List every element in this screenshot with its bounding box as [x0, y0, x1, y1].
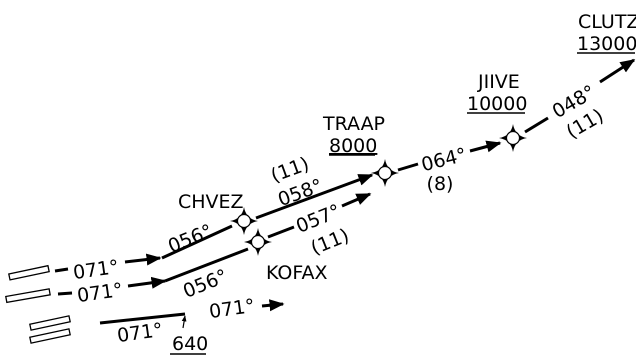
waypoint-traap-altitude: 8000: [329, 135, 377, 157]
waypoint-traap-name: TRAAP: [322, 113, 385, 135]
leg-rwy-mid-course: 071°: [76, 279, 124, 307]
waypoint-kofax-name: KOFAX: [266, 262, 328, 284]
waypoint-jiive-symbol: [498, 123, 528, 153]
runway-bottom-2: [29, 328, 71, 344]
leg-to-chvez-course: 056°: [165, 220, 216, 258]
leg-traap-jiive-b: [469, 140, 502, 153]
leg-traap-jiive-distance: (8): [427, 173, 454, 195]
leg-rwy-bot-after: [261, 299, 285, 312]
runway-symbols: [5, 264, 71, 344]
waypoint-jiive-altitude: 10000: [467, 93, 527, 115]
leg-rwy-bot: [99, 312, 186, 325]
leg-rwy-bot-course-b: 071°: [208, 295, 256, 323]
leg-rwy-bot-course-a: 071°: [116, 319, 164, 347]
leg-rwy-top-b: [124, 253, 162, 266]
leg-rwy-bot-altitude: 640: [172, 333, 208, 355]
leg-rwy-mid-a: [57, 291, 73, 296]
waypoint-kofax-symbol: [243, 227, 273, 257]
runway-bottom-1: [29, 315, 71, 331]
altitude-pointer: [181, 315, 187, 329]
leg-jiive-clutz-a: [524, 116, 549, 134]
leg-rwy-mid-b: [127, 276, 167, 289]
leg-jiive-clutz-b: [599, 58, 636, 84]
leg-to-kofax: [164, 247, 249, 283]
waypoint-jiive-name: JIIVE: [477, 71, 520, 93]
leg-kofax-traap-a: [267, 225, 295, 239]
runway-middle: [5, 288, 51, 304]
waypoint-clutz-name: CLUTZ: [578, 11, 636, 33]
leg-rwy-top-a: [54, 267, 69, 273]
leg-chvez-traap: [255, 173, 374, 220]
route-legs: [54, 58, 636, 329]
waypoint-traap-symbol: [370, 158, 400, 188]
leg-to-chvez: [161, 224, 233, 260]
waypoint-clutz-altitude: 13000: [577, 33, 636, 55]
leg-traap-jiive-course: 064°: [419, 144, 469, 176]
runway-top: [8, 264, 50, 281]
leg-kofax-traap-b: [341, 192, 372, 208]
leg-traap-jiive-a: [397, 162, 419, 172]
waypoint-chvez-name: CHVEZ: [178, 191, 244, 213]
